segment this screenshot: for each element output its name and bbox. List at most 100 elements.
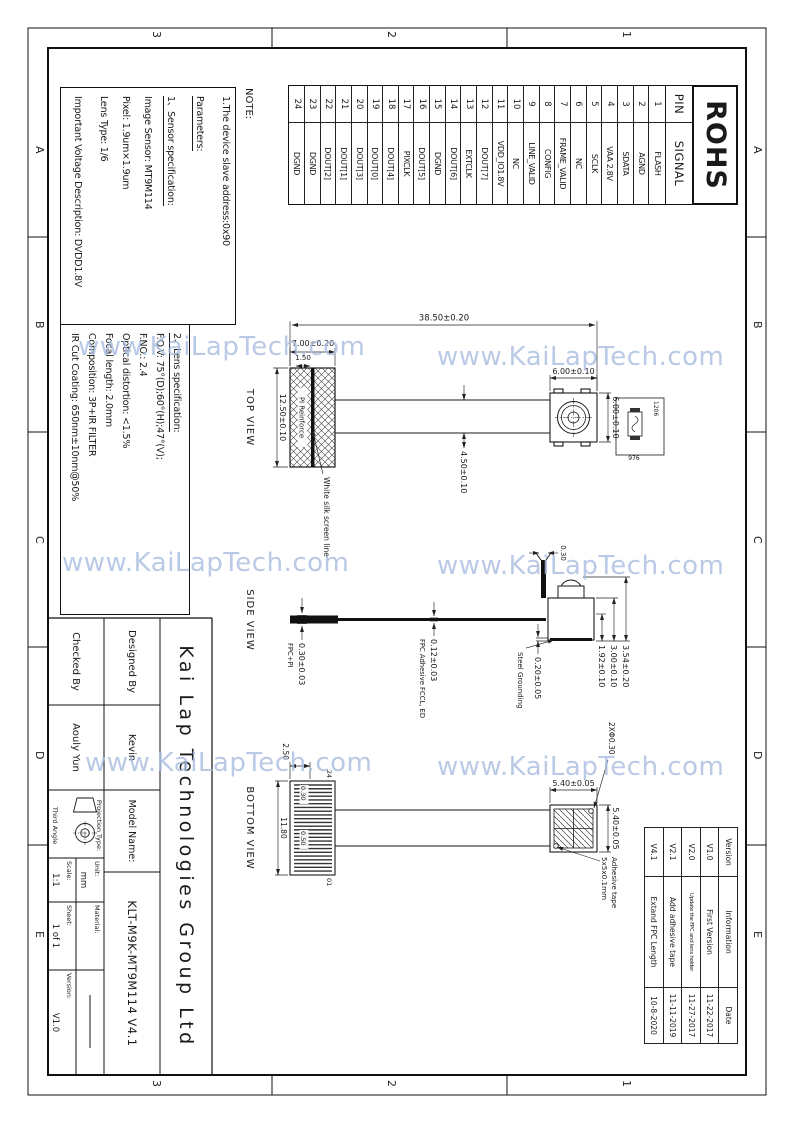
dim-body-h: 3.00±0.10 [609,645,618,687]
pin-number: 5 [586,86,602,123]
pin-number: 7 [555,86,571,123]
material-label: Material: [93,905,101,934]
zone-letter: C [751,536,764,544]
lens-line: Focal length: 2.0mm [103,333,114,427]
checked-by-value: Aouly Yun [70,723,82,772]
third-angle-symbol [72,797,98,845]
revision-cell: V2.1 [663,827,682,877]
pin-number: 14 [445,86,461,123]
lens-heading: 2、Lens specification: [169,333,182,433]
designed-by-label: Designed By [126,630,138,693]
pin-signal: DOUT[3] [354,147,364,180]
designed-by-value: Kevin [126,733,138,762]
unit-value: mm [78,871,89,889]
pin-number: 16 [414,86,430,123]
dim-contact: 2.50 [281,743,290,760]
pin-number: 4 [602,86,618,123]
dim-pitch: 0.50 [299,831,307,845]
revision-cell: V1.0 [700,827,719,877]
pin-signal: DOUT[6] [448,147,458,180]
sensor-line: Lens Type: 1/6 [98,96,109,162]
zone-number: 2 [385,1080,398,1087]
zone-number: 1 [620,1080,633,1087]
pin-last-label: 24 [325,770,333,778]
pin-number: 15 [430,86,445,123]
pin-header-cell: PIN [666,86,692,123]
revision-cell: V2.0 [681,827,701,877]
revision-cell: 11-11-2019 [663,987,682,1044]
stiffener-label: PI Reinforce [298,397,306,438]
side-view-label: SIDE VIEW [244,589,255,651]
pin-number: 21 [336,86,351,123]
side-view [290,552,595,641]
pin-number: 1 [649,86,665,123]
comp-code-a: 1206 [652,401,659,416]
pin-number: 24 [289,86,304,123]
zone-number: 1 [620,31,633,38]
note-line: 1.The device slave address:0x90 [220,96,231,246]
version-value: V1.0 [50,1012,61,1033]
dim-cam-h: 6.00±0.10 [552,367,594,376]
pin-number: 20 [351,86,367,123]
projection-value: Third Angle [51,806,59,845]
signal-header-cell: SIGNAL [672,140,686,187]
top-view-texts: 38.50±0.20 6.00±0.10 6.00±0.10 4.50±0.10… [244,314,659,558]
rohs-mark: ROHS [692,85,738,205]
scale-label: Scale: [65,861,73,881]
zone-letter: B [751,321,764,329]
version-label: Version: [65,973,73,1000]
zone-letter: A [33,146,46,154]
dim-holder-h: 1.92±0.10 [597,645,606,687]
sheet-value: 1 of 1 [50,923,61,949]
lens-line: Optical distortion: <1.5% [120,333,131,449]
pin-signal: DGND [307,151,317,176]
pin-signal: PIXCLK [401,150,411,177]
pin-signal: DOUT[1] [339,147,349,180]
company-name: Kai Lap Technologies Group Ltd [175,645,197,1048]
revision-cell: Update the FPC and lens holder [681,876,701,988]
revision-header-cell: Date [718,987,738,1044]
pin-number: 10 [508,86,524,123]
tape-label-2: 5x5x0.1mm [600,857,609,900]
zone-letter: D [751,751,764,760]
zone-number: 3 [150,1080,163,1087]
sensor-heading: 1、Sensor specification: [163,96,176,206]
dim-total-h: 3.54±0.20 [621,645,630,687]
bottom-view-texts: 5.40±0.05 5.40±0.05 2XΦ0.30 Adhesive tap… [244,722,620,909]
zone-letter: C [33,536,46,544]
pin-signal: CONFIG [542,148,552,179]
bottom-view-dims [275,759,611,876]
pin-signal: NC [511,158,521,169]
dim-tape-h: 5.40±0.05 [552,779,594,788]
title-block-grid [48,617,213,1075]
pin-signal: DOUT[0] [370,147,380,180]
model-name-value: KLT-M9K-MT9M114 V4.1 [125,900,139,1047]
top-view-dims [273,321,611,475]
dim-total: 38.50±0.20 [419,314,469,324]
model-name-label: Model Name: [126,799,138,863]
side-view-texts: 3.54±0.20 3.00±0.10 1.92±0.10 0.20±0.05 … [244,545,630,718]
revision-cell: 11-22-2017 [700,987,719,1044]
pin-signal: DGND [292,151,302,176]
pin-signal: DOUT[2] [323,147,333,180]
lens-line: IR Cut Coating: 650nm±10nm@50% [69,333,80,502]
pin-number: 23 [304,86,320,123]
pin-number: 18 [383,86,398,123]
pin-number: 22 [320,86,336,123]
sensor-spec-box: 1.The device slave address:0x90 Paramete… [60,87,236,325]
dim-offset: 1.50 [295,354,311,362]
